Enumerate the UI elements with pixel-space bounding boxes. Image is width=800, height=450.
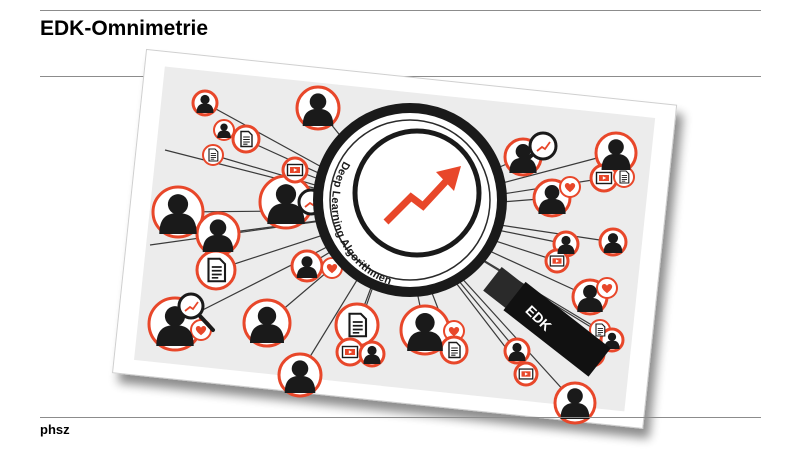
trend-up-arrow [383, 175, 452, 225]
page-title: EDK-Omnimetrie [40, 17, 209, 40]
video-icon [595, 171, 613, 185]
video-icon [286, 163, 304, 177]
document-icon [448, 341, 461, 359]
magnifying-glass: EDK Deep Learning Algorithmen [313, 103, 611, 377]
video-icon [518, 368, 534, 380]
document-icon [348, 312, 368, 338]
top-rule [40, 10, 761, 11]
document-icon [595, 323, 606, 337]
video-icon [549, 255, 565, 267]
magnifier-handle: EDK [483, 266, 611, 377]
document-icon [240, 130, 253, 148]
footer-rule [40, 417, 761, 418]
document-icon [208, 148, 219, 162]
footer-label: phsz [40, 422, 70, 437]
document-icon [619, 170, 630, 184]
document-icon [207, 257, 227, 283]
small-magnifier-icon [518, 131, 558, 168]
trend-ring [352, 128, 482, 258]
network-nodes [147, 85, 638, 425]
video-icon [341, 345, 359, 359]
small-magnifier-icon [177, 292, 215, 332]
